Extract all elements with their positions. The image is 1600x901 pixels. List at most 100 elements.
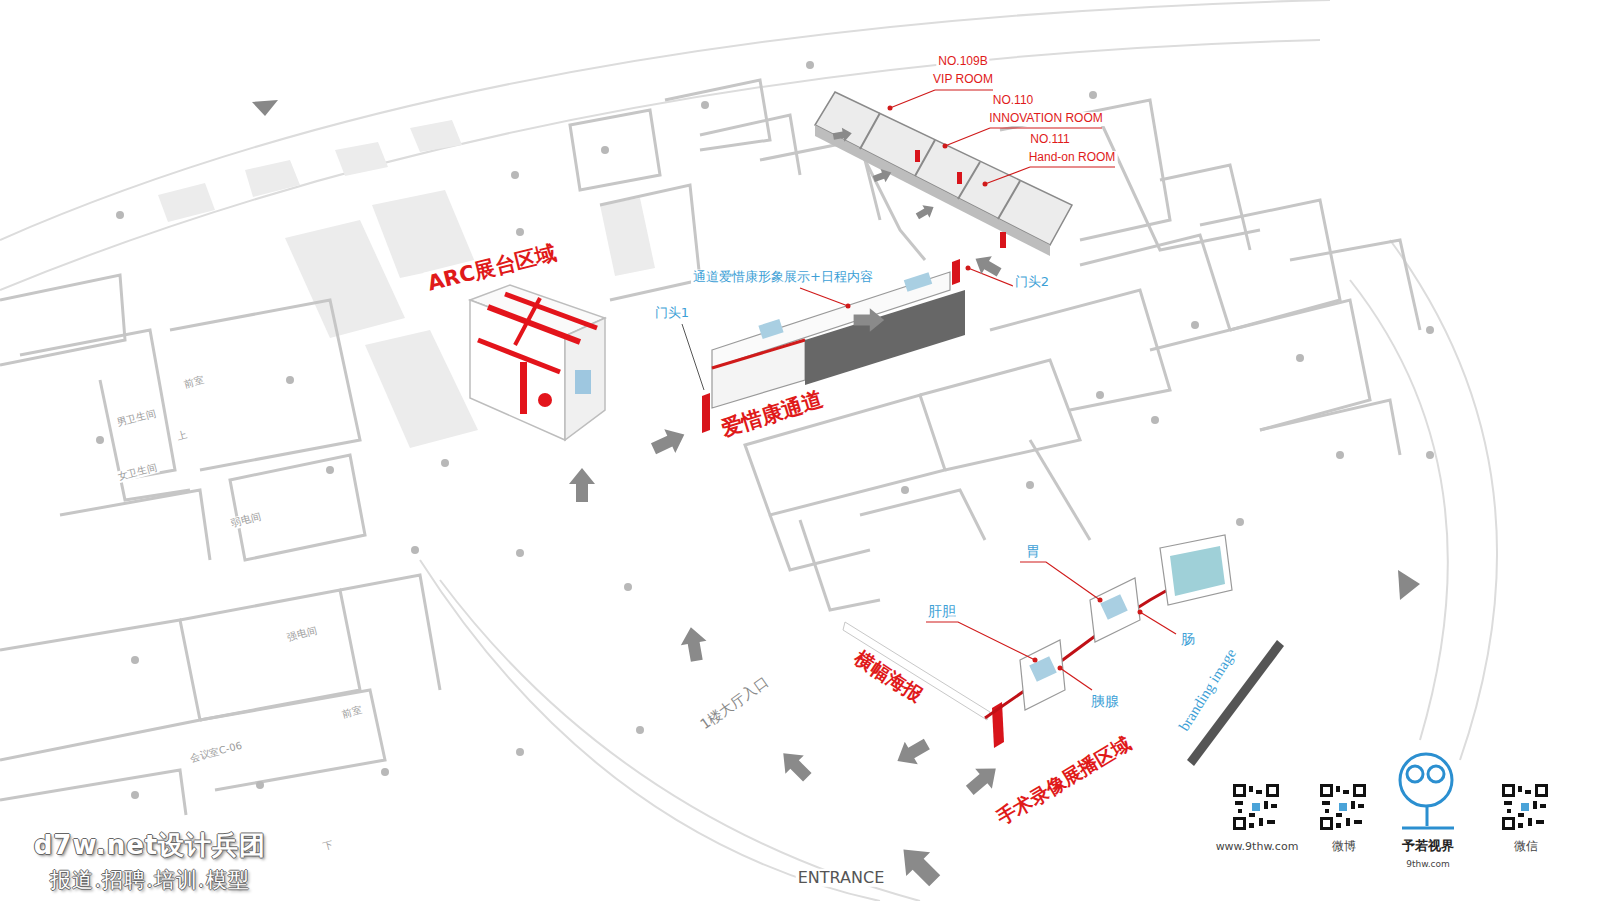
room-number: NO.110	[991, 94, 1035, 108]
column-dot	[116, 211, 124, 219]
logo-stand	[1402, 806, 1454, 828]
wall	[1030, 440, 1090, 540]
leader-line	[1140, 612, 1176, 634]
column-dot	[1096, 391, 1104, 399]
entrance-label: ENTRANCE	[796, 869, 887, 887]
booth-pillar	[520, 362, 527, 414]
wall	[800, 520, 880, 610]
wall	[1200, 200, 1340, 330]
area-title: branding image	[1175, 644, 1241, 736]
wall	[340, 575, 440, 690]
leader-lines	[800, 90, 1176, 690]
flow-arrows	[569, 126, 1004, 892]
flow-arrow	[892, 838, 947, 893]
wall	[1290, 240, 1420, 330]
grey-block	[365, 330, 478, 448]
corridor-screen	[904, 272, 932, 291]
wall	[0, 620, 200, 760]
leader-line	[1060, 668, 1092, 690]
flow-arrow	[871, 166, 893, 186]
leader-dot	[888, 106, 893, 111]
leader-line	[800, 288, 848, 306]
wall	[100, 380, 190, 500]
room-label: 女卫生间	[114, 461, 159, 483]
direction-triangle	[252, 100, 278, 116]
column-dot	[516, 228, 524, 236]
flow-arrow	[648, 423, 690, 461]
flow-arrow	[961, 758, 1004, 800]
column-dot	[1151, 416, 1159, 424]
column-dot	[256, 781, 264, 789]
area-title: ARC展台区域	[423, 240, 561, 296]
column-dot	[286, 376, 294, 384]
column-dot	[381, 768, 389, 776]
corridor	[702, 259, 965, 433]
column-dot	[131, 791, 139, 799]
entrance-label: 1楼大厅入口	[695, 673, 772, 734]
walls	[0, 80, 1420, 815]
column-dot	[1296, 354, 1304, 362]
leader-dots	[846, 106, 1143, 671]
callout-label: 通道爱惜康形象展示+日程内容	[691, 270, 875, 285]
room-label: 强电间	[284, 624, 320, 644]
room-label: 男卫生间	[113, 407, 158, 429]
room-label: 前室	[339, 703, 365, 720]
arc-line	[0, 40, 1320, 290]
booth-partition	[505, 294, 597, 328]
end-panel	[1160, 535, 1232, 605]
grey-block	[335, 142, 388, 176]
wall	[0, 275, 125, 365]
leader-line	[890, 90, 993, 108]
column-dot	[901, 486, 909, 494]
callout-label: 胃	[1024, 543, 1042, 559]
callout-label: 肝胆	[926, 603, 958, 619]
flow-arrow	[854, 308, 885, 331]
column-dot	[131, 656, 139, 664]
column-dot	[1426, 326, 1434, 334]
room-label: 上	[174, 429, 190, 444]
arc-line	[1350, 280, 1448, 740]
end-panel-image	[1170, 546, 1225, 596]
wall	[1080, 235, 1230, 350]
column-dot	[516, 549, 524, 557]
direction-triangle	[1398, 570, 1420, 600]
leader-dot	[943, 144, 948, 149]
column-dot	[441, 459, 449, 467]
leader-dot	[1098, 598, 1103, 603]
column-dot	[624, 583, 632, 591]
column-dot	[701, 101, 709, 109]
room-label: 会议室C-06	[187, 739, 245, 765]
leader-dot	[846, 304, 851, 309]
leader-dot	[1138, 610, 1143, 615]
door-pillar	[952, 259, 960, 285]
logo-head	[1400, 754, 1452, 806]
wall	[180, 590, 360, 720]
column-dot	[1026, 481, 1034, 489]
banner-strip	[843, 622, 990, 720]
column-dot	[1426, 451, 1434, 459]
wall	[1160, 165, 1250, 250]
column-dot	[1191, 321, 1199, 329]
display-box	[1020, 640, 1065, 710]
wall	[990, 290, 1170, 410]
callout-label: 胰腺	[1089, 693, 1121, 709]
watermark: d7w.net设计兵团	[32, 831, 269, 861]
area-title: 横幅海报	[849, 646, 928, 708]
arc-lines	[0, 0, 1497, 901]
grey-blocks	[158, 120, 655, 448]
grey-block	[158, 183, 215, 222]
leader-line	[1020, 562, 1100, 600]
corridor-screen	[758, 319, 783, 339]
watermark: 报道.招聘.培训.模型	[48, 868, 251, 892]
callout-label: 肠	[1179, 631, 1197, 647]
logo-caption: www.9thw.com	[1214, 841, 1301, 854]
wall	[860, 490, 985, 540]
arc-line	[420, 560, 880, 901]
wall	[770, 515, 870, 570]
flow-arrow	[914, 201, 937, 223]
wall	[665, 80, 770, 150]
callout-label: 门头1	[653, 306, 691, 321]
arc-booth	[470, 285, 605, 440]
room-divider	[860, 113, 1020, 219]
